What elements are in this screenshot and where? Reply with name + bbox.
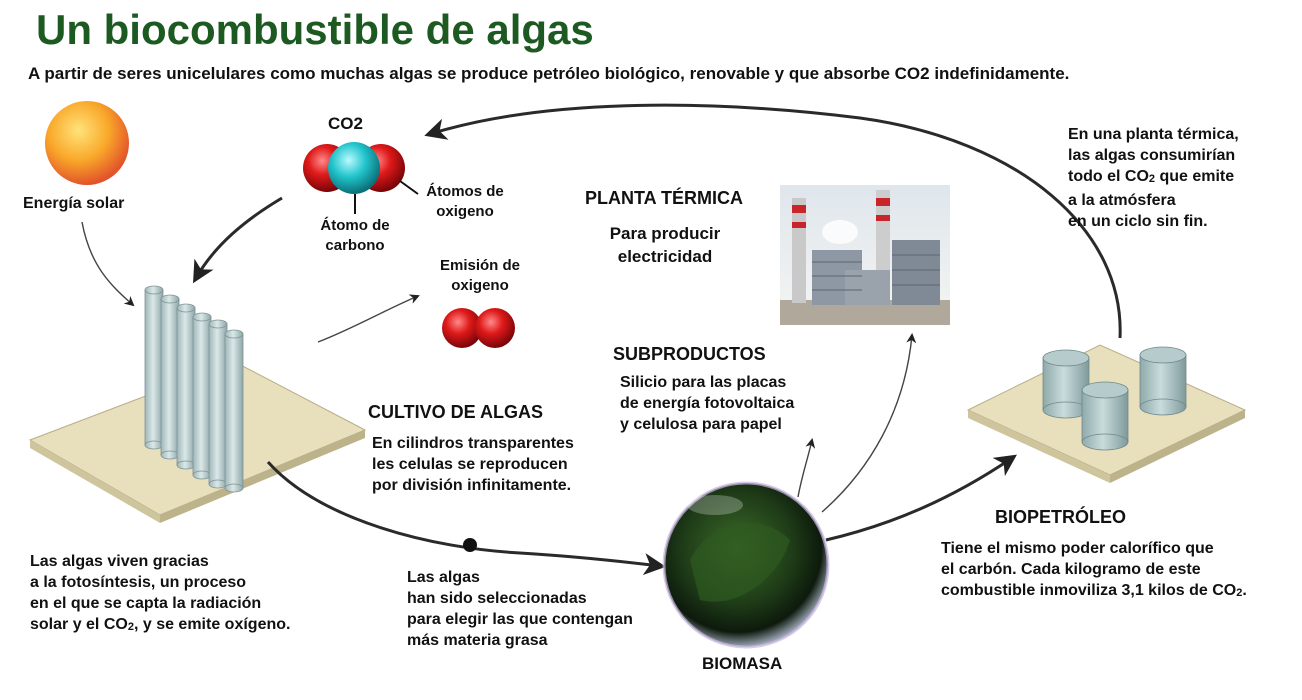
byproducts-text: Silicio para las placas de energía fotov… xyxy=(620,374,795,433)
biomass-label: BIOMASA xyxy=(702,654,783,673)
cultivation-heading: CULTIVO DE ALGAS xyxy=(368,402,543,422)
sun-icon xyxy=(45,101,129,185)
byproducts-heading: SUBPRODUCTOS xyxy=(613,344,766,364)
biomass-sphere-icon xyxy=(662,481,830,649)
oxygen-emission-arrow xyxy=(317,294,420,343)
sun-to-cultivation-arrow xyxy=(81,221,135,307)
thermal-plant-note: En una planta térmica, las algas consumi… xyxy=(1068,126,1239,230)
biomass-to-biopetroleum-arrow xyxy=(825,454,1017,542)
photosynthesis-note: Las algas viven gracias a la fotosíntesi… xyxy=(30,553,291,633)
biopetroleum-platform-icon xyxy=(966,344,1247,483)
page-title: Un biocombustible de algas xyxy=(36,6,594,53)
cultivation-to-biomass-arrow xyxy=(266,460,666,576)
biopetroleum-text: Tiene el mismo poder calorífico que el c… xyxy=(941,540,1247,599)
cultivation-platform-icon xyxy=(28,285,367,523)
oxygen-molecule-icon xyxy=(442,308,515,348)
page-subtitle: A partir de seres unicelulares como much… xyxy=(28,64,1070,83)
sun-label: Energía solar xyxy=(23,195,125,212)
thermal-plant-heading: PLANTA TÉRMICA xyxy=(585,188,743,208)
cultivation-text: En cilindros transparentes les celulas s… xyxy=(372,435,574,494)
selection-point-icon xyxy=(463,538,477,552)
co2-to-cultivation-arrow xyxy=(193,196,283,284)
biopetroleum-heading: BIOPETRÓLEO xyxy=(995,507,1127,527)
biomass-to-plant-arrow xyxy=(821,333,917,513)
co2-title: CO2 xyxy=(328,114,363,133)
selection-note: Las algas han sido seleccionadas para el… xyxy=(407,569,633,649)
thermal-plant-image xyxy=(780,185,950,325)
co2-molecule-icon xyxy=(303,142,419,214)
biomass-to-byproducts-arrow xyxy=(797,438,816,498)
cycle-arrow xyxy=(424,103,1122,339)
